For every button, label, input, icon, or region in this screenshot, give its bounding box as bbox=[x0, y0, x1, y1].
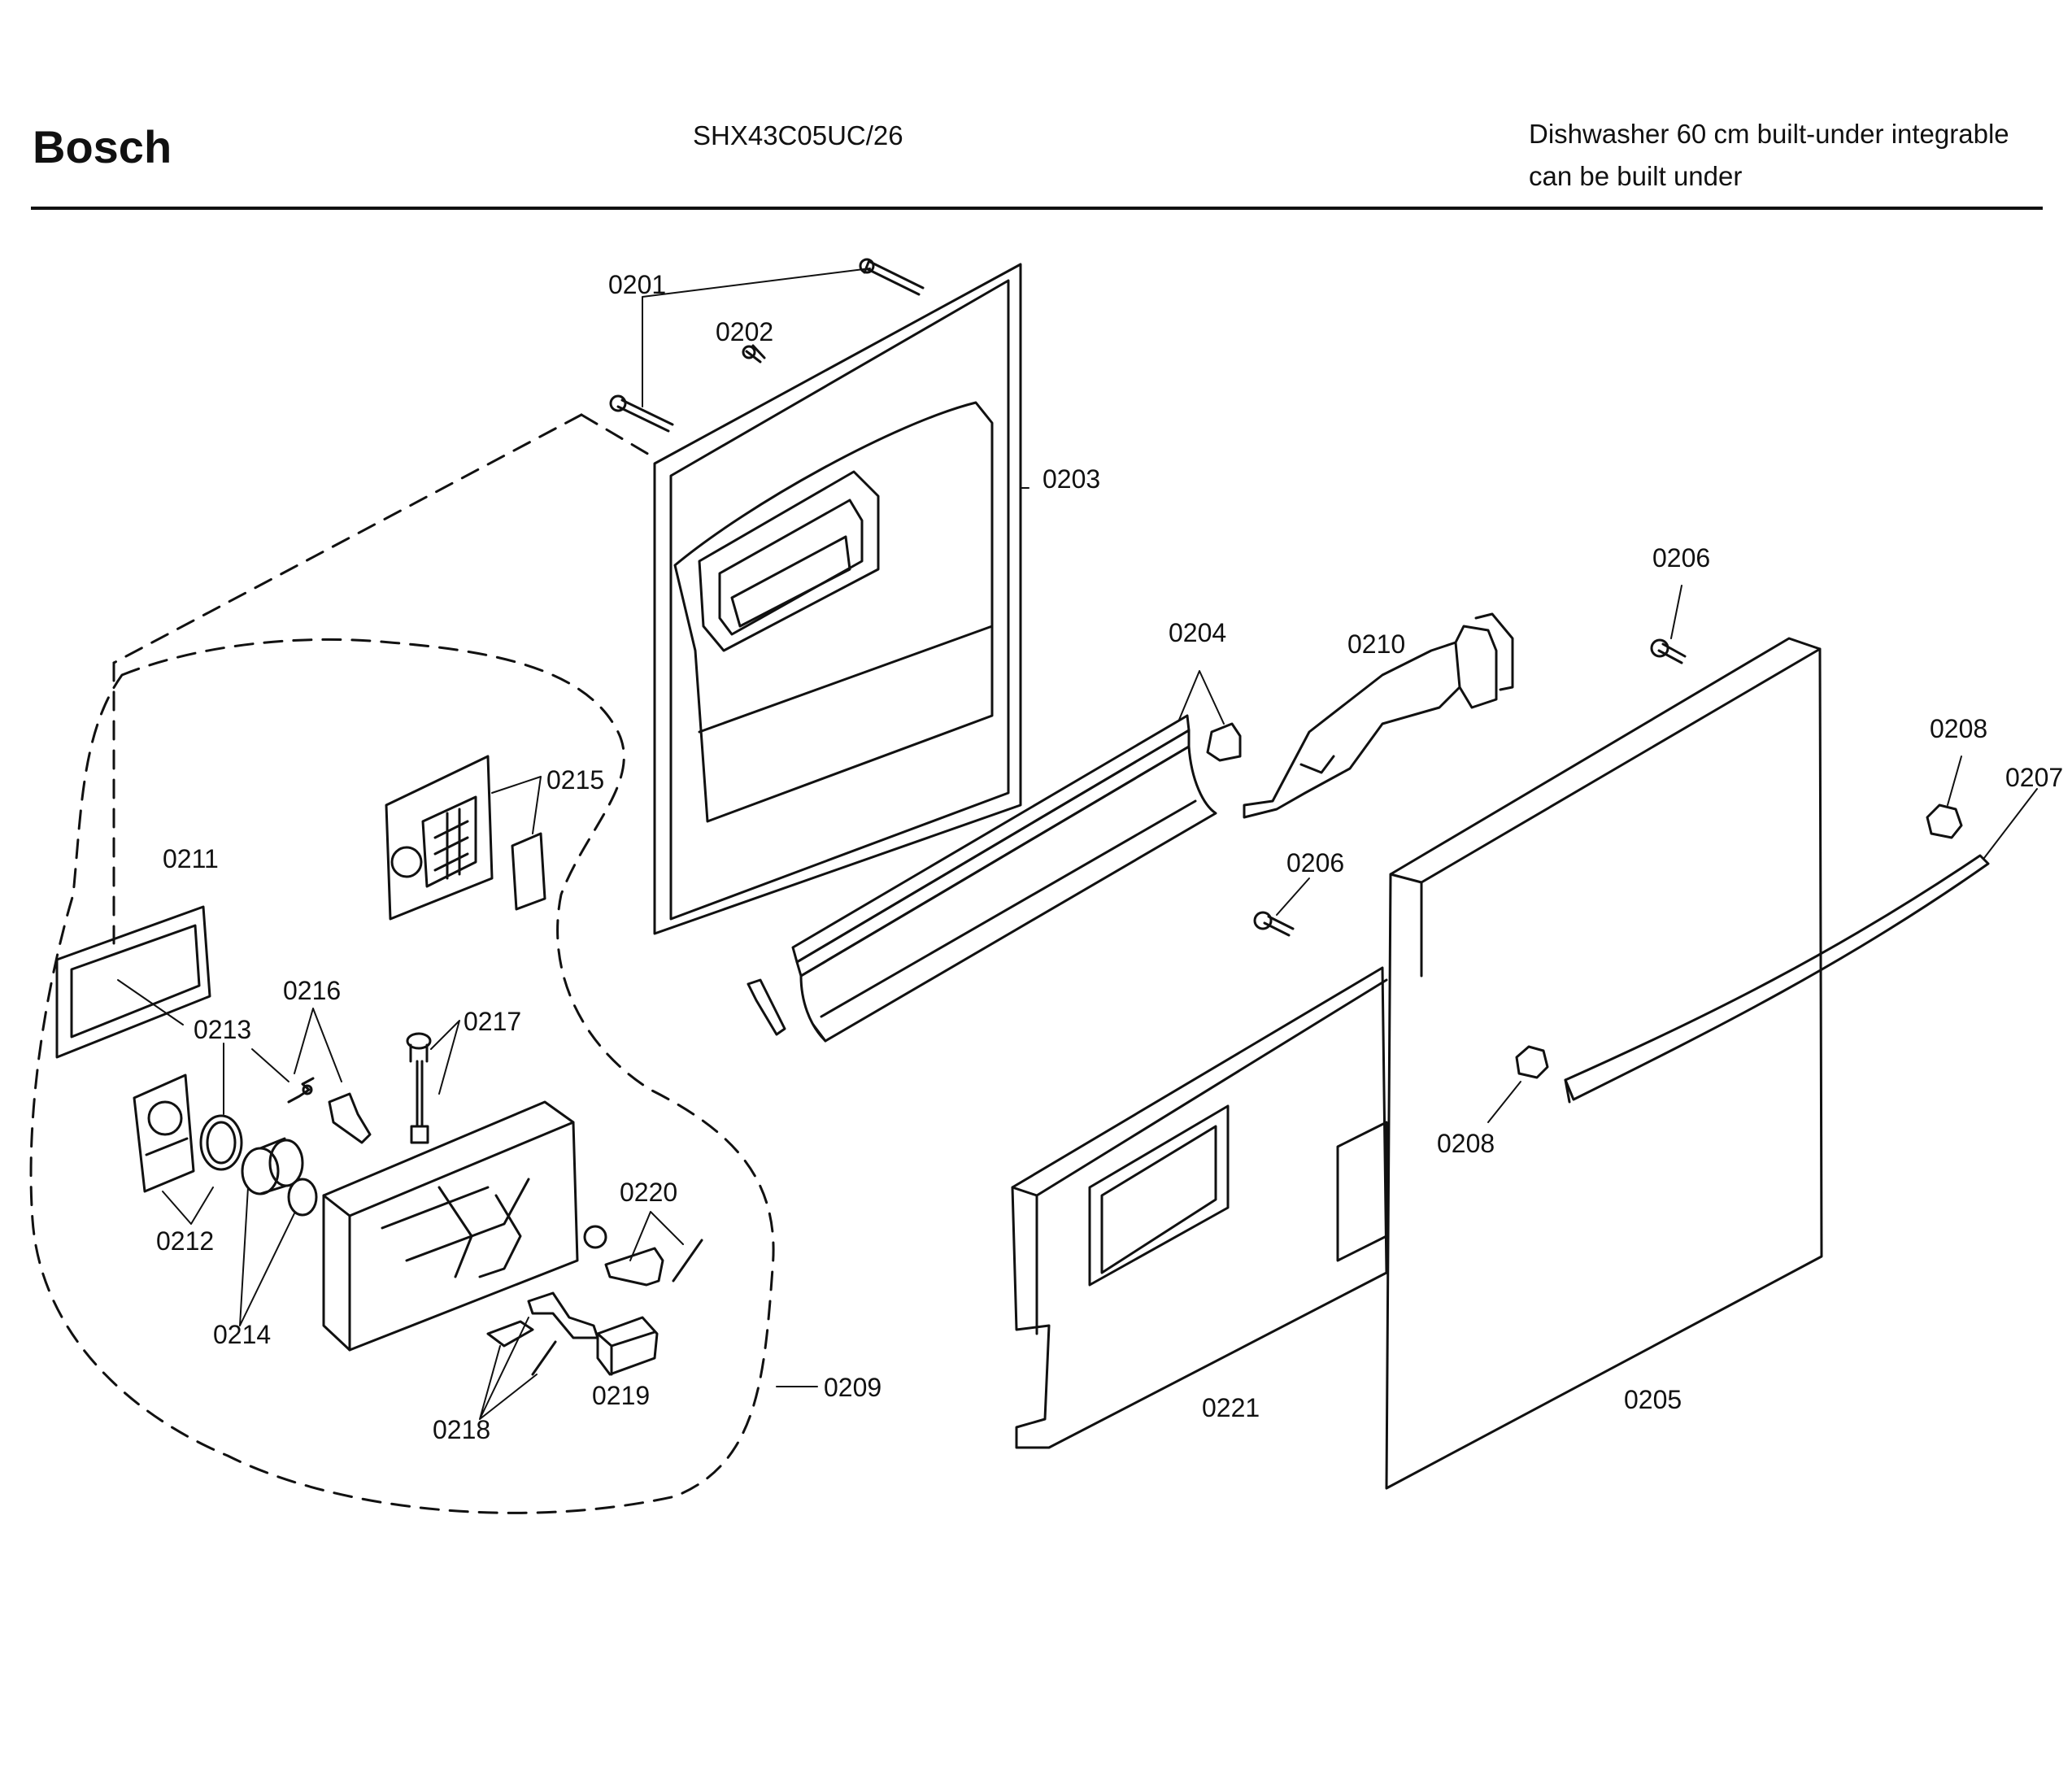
leader-0206-top bbox=[1670, 585, 1682, 639]
part-label-0218: 0218 bbox=[433, 1415, 491, 1444]
leader-0220 bbox=[629, 1211, 684, 1261]
cover-0212 bbox=[133, 1073, 195, 1193]
clip-0204 bbox=[1206, 722, 1242, 762]
part-label-0214: 0214 bbox=[213, 1320, 272, 1349]
part-label-0206-mid: 0206 bbox=[1286, 848, 1345, 877]
leader-0211 bbox=[117, 979, 184, 1026]
leader-0218 bbox=[479, 1317, 538, 1420]
lever-0220 bbox=[604, 1247, 664, 1287]
appliance-description-line2: can be built under bbox=[1529, 161, 1743, 191]
spring-0218 bbox=[531, 1340, 557, 1376]
screw-0201-left bbox=[609, 394, 674, 433]
spring-0216 bbox=[287, 1077, 315, 1104]
part-label-0209: 0209 bbox=[824, 1373, 882, 1402]
window-grille-0215 bbox=[385, 755, 494, 921]
leader-0214 bbox=[239, 1187, 295, 1326]
leader-0215 bbox=[491, 776, 542, 834]
model-number: SHX43C05UC/26 bbox=[693, 120, 903, 150]
projection-line-upper bbox=[112, 413, 583, 664]
leader-0206-mid bbox=[1276, 877, 1310, 916]
part-label-0219: 0219 bbox=[592, 1381, 651, 1410]
leader-0216 bbox=[294, 1008, 342, 1082]
end-cap-0208-top bbox=[1926, 803, 1963, 839]
part-label-0206-top: 0206 bbox=[1652, 543, 1711, 573]
part-label-0205: 0205 bbox=[1624, 1385, 1682, 1414]
part-label-0215: 0215 bbox=[546, 765, 605, 795]
spring-0220 bbox=[672, 1239, 703, 1282]
knob-0214 bbox=[241, 1137, 304, 1195]
leader-0207 bbox=[1983, 788, 2038, 859]
lever-0216 bbox=[328, 1092, 372, 1144]
part-label-0202: 0202 bbox=[716, 317, 774, 346]
ring-0213 bbox=[199, 1114, 243, 1171]
projection-line-right bbox=[580, 413, 652, 457]
part-label-0220: 0220 bbox=[620, 1178, 678, 1207]
screw-0206-mid bbox=[1253, 911, 1295, 937]
part-label-0203: 0203 bbox=[1043, 464, 1101, 494]
slider-0218 bbox=[486, 1320, 534, 1348]
part-label-0216: 0216 bbox=[283, 976, 342, 1005]
end-cap-0208-bottom bbox=[1515, 1045, 1549, 1079]
leader-0208-bottom bbox=[1487, 1081, 1521, 1123]
leader-0201 bbox=[642, 268, 871, 407]
insert-panel-0221 bbox=[1011, 966, 1388, 1449]
bracket-0204-small bbox=[747, 978, 786, 1036]
part-label-0211: 0211 bbox=[163, 844, 219, 873]
hinge-bracket-0210 bbox=[1243, 612, 1514, 819]
pin-0217 bbox=[406, 1032, 432, 1144]
switch-0219 bbox=[596, 1316, 659, 1376]
leader-0217 bbox=[430, 1020, 460, 1095]
control-housing-0209 bbox=[322, 1100, 579, 1352]
part-label-0204: 0204 bbox=[1169, 618, 1227, 647]
header-rule bbox=[31, 207, 2043, 210]
ball-0220 bbox=[583, 1225, 607, 1249]
part-label-0221: 0221 bbox=[1202, 1393, 1260, 1422]
window-frame-0211 bbox=[55, 905, 211, 1059]
appliance-description-line1: Dishwasher 60 cm built-under integrable bbox=[1529, 119, 2009, 149]
part-label-0213: 0213 bbox=[194, 1015, 252, 1044]
part-label-0208-bottom: 0208 bbox=[1437, 1129, 1495, 1158]
screw-0202 bbox=[742, 344, 766, 364]
leader-0212 bbox=[162, 1187, 214, 1225]
subassembly-0209-outline bbox=[29, 638, 775, 1514]
handle-0207 bbox=[1564, 854, 1990, 1104]
part-label-0212: 0212 bbox=[156, 1226, 215, 1256]
brand-name: Bosch bbox=[33, 121, 172, 172]
part-label-0210: 0210 bbox=[1347, 629, 1406, 659]
screw-0206-top bbox=[1650, 638, 1687, 664]
leader-0204 bbox=[1178, 670, 1225, 725]
gasket-pad-0215 bbox=[511, 832, 546, 911]
inner-door-0203 bbox=[653, 263, 1022, 935]
part-label-0201: 0201 bbox=[608, 270, 667, 299]
screw-0201-top bbox=[859, 258, 925, 296]
leader-0213b bbox=[251, 1048, 289, 1082]
lever-0218 bbox=[527, 1291, 599, 1339]
leader-0208-top bbox=[1947, 756, 1962, 806]
part-label-0217: 0217 bbox=[464, 1007, 522, 1036]
part-label-0208-top: 0208 bbox=[1930, 714, 1988, 743]
o-ring-0214 bbox=[287, 1178, 318, 1217]
trim-rail-0204 bbox=[791, 714, 1217, 1043]
part-label-0207: 0207 bbox=[2005, 763, 2064, 792]
